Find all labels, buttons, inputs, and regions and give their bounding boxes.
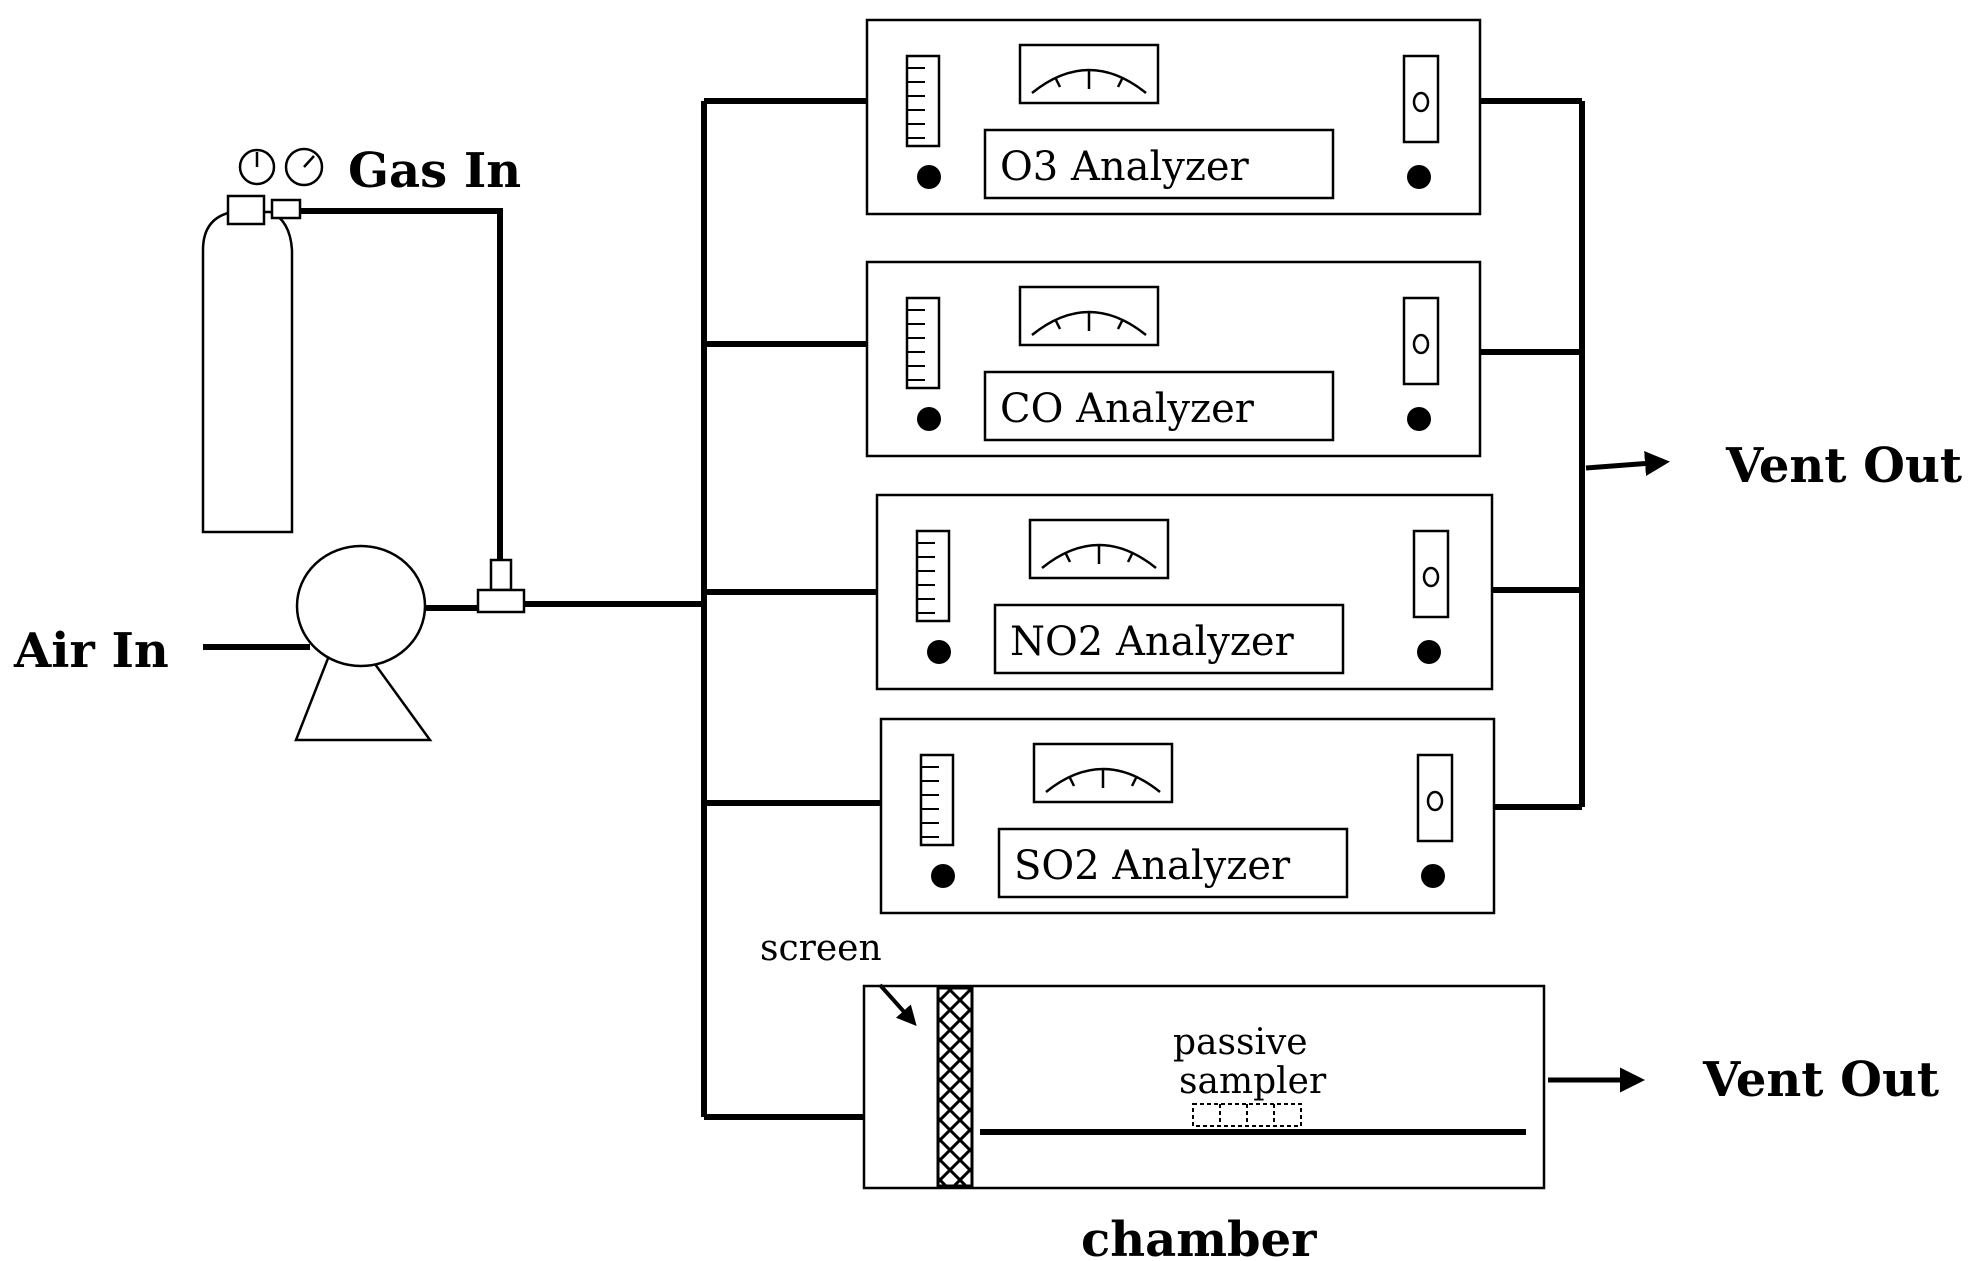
- gas-cylinder: [201, 194, 294, 534]
- gas-supply-pipe: [300, 208, 503, 560]
- flowmeter-tube: [915, 529, 951, 623]
- analyzer-unit: CO Analyzer: [865, 260, 1482, 458]
- analyzer-label-panel: [983, 370, 1335, 442]
- flowmeter-tube: [919, 753, 955, 847]
- analyzer-label: NO2 Analyzer: [1010, 619, 1295, 665]
- analog-meter: [1032, 742, 1174, 804]
- gas-in-label: Gas In: [348, 143, 521, 199]
- air-in-label: Air In: [13, 623, 169, 679]
- analog-meter: [1018, 285, 1160, 347]
- chamber: [862, 984, 1546, 1190]
- flowmeter-tube: [905, 54, 941, 148]
- passive-label: passive: [1173, 1022, 1308, 1063]
- indicator-window: [1402, 296, 1440, 386]
- passive-sampler: [1192, 1103, 1302, 1127]
- flowmeter-tube: [905, 296, 941, 390]
- vent-out-label-top: Vent Out: [1725, 438, 1962, 494]
- left-knob: [917, 165, 941, 189]
- t-connector: [476, 558, 526, 614]
- vent-out-arrow-top: [1585, 451, 1670, 476]
- analyzer-label-panel: [997, 827, 1349, 899]
- analog-meter: [1018, 43, 1160, 105]
- analyzer-label: O3 Analyzer: [1000, 144, 1250, 190]
- analog-meter: [1028, 518, 1170, 580]
- analyzer-unit: O3 Analyzer: [865, 18, 1482, 216]
- analyzer-unit: NO2 Analyzer: [875, 493, 1494, 691]
- analyzer-label-panel: [983, 128, 1335, 200]
- right-knob: [1407, 407, 1431, 431]
- air-pump: [294, 544, 433, 742]
- right-knob: [1421, 864, 1445, 888]
- sampler-label: sampler: [1179, 1061, 1327, 1102]
- right-knob: [1407, 165, 1431, 189]
- screen-pointer-arrow: [878, 983, 917, 1026]
- indicator-window: [1412, 529, 1450, 619]
- left-knob: [917, 407, 941, 431]
- right-knob: [1417, 640, 1441, 664]
- vent-out-label-bottom: Vent Out: [1702, 1052, 1939, 1108]
- analyzer-label: CO Analyzer: [1000, 386, 1255, 432]
- analyzer-label: SO2 Analyzer: [1014, 843, 1291, 889]
- analyzer-label-panel: [993, 603, 1345, 675]
- left-knob: [931, 864, 955, 888]
- indicator-window: [1416, 753, 1454, 843]
- left-knob: [927, 640, 951, 664]
- analyzer-unit: SO2 Analyzer: [879, 717, 1496, 915]
- screen-label: screen: [760, 928, 882, 969]
- screen-mesh: [936, 986, 974, 1188]
- chamber-label: chamber: [1081, 1212, 1317, 1261]
- indicator-window: [1402, 54, 1440, 144]
